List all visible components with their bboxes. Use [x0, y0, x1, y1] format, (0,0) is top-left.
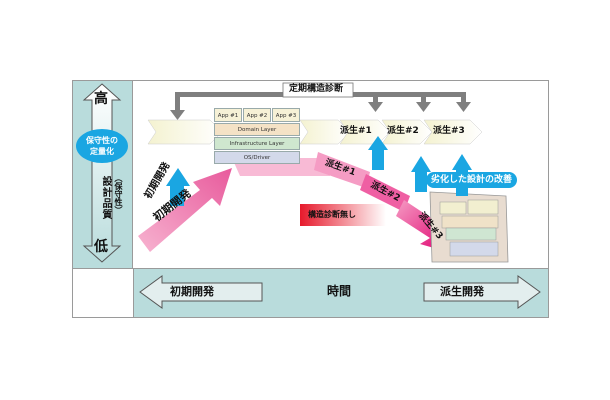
- no-diagnosis-band: [300, 204, 386, 226]
- degraded-architecture: [429, 191, 509, 263]
- infrastructure-layer: Infrastructure Layer: [214, 137, 300, 150]
- quantify-text: 保守性の 定量化: [86, 136, 118, 156]
- time-axis-label: 時間: [327, 284, 352, 298]
- app-layer-3: App #3: [272, 108, 300, 122]
- app-layer-2: App #2: [243, 108, 271, 122]
- maintained-path-chevrons: [147, 119, 483, 145]
- quality-axis-arrow: [82, 83, 122, 263]
- initial-dev-arrow: [138, 168, 232, 252]
- app-layer-1: App #1: [214, 108, 242, 122]
- initial-dev-time-arrow: [139, 275, 263, 309]
- vertical-axis-label: 設計品質: [100, 176, 111, 220]
- axis-low-label: 低: [94, 239, 108, 255]
- derived-dev-time-arrow: [423, 275, 541, 309]
- periodic-diagnosis-box: [282, 82, 354, 98]
- improve-text: 劣化した設計の改善: [431, 175, 513, 185]
- os-driver-layer: OS/Driver: [214, 151, 300, 164]
- derived-label-top-1: 派生#1: [340, 126, 372, 136]
- derived-label-top-2: 派生#2: [387, 126, 419, 136]
- derived-label-top-3: 派生#3: [433, 126, 465, 136]
- improve-badge: 劣化した設計の改善: [426, 172, 518, 188]
- axis-high-label: 高: [94, 91, 108, 107]
- vertical-axis-sublabel: （保守性）: [114, 174, 123, 214]
- no-diagnosis-label: 構造診断無し: [308, 210, 356, 219]
- domain-layer: Domain Layer: [214, 123, 300, 136]
- periodic-diagnosis-label: 定期構造診断: [289, 84, 344, 94]
- layer-stack: App #1 App #2 App #3 Domain Layer Infras…: [212, 108, 302, 166]
- derived-dev-time-label: 派生開発: [440, 285, 484, 298]
- bottom-left-blank: [72, 268, 134, 318]
- quantify-badge: 保守性の 定量化: [76, 129, 128, 163]
- initial-dev-time-label: 初期開発: [170, 285, 214, 298]
